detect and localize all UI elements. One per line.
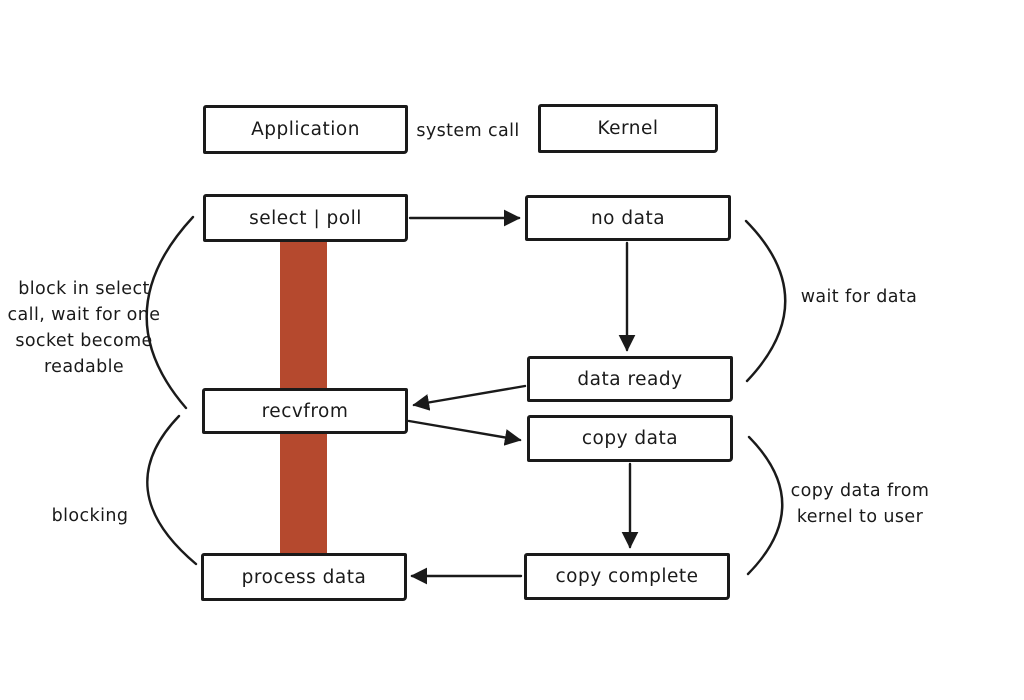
arrow-recvfrom-to-copydata [407, 419, 522, 446]
brace-left-select-phase [145, 215, 195, 410]
label-block-in-select: block in select call, wait for one socke… [7, 279, 161, 377]
box-application: Application [203, 105, 408, 154]
box-copy-complete: copy complete [524, 553, 730, 600]
box-copy-data: copy data [527, 415, 733, 462]
box-data-ready: data ready [527, 356, 733, 402]
arrow-dataready-to-recvfrom [412, 384, 527, 411]
label-blocking: blocking [51, 506, 129, 526]
label-wait-for-data: wait for data [800, 287, 918, 307]
brace-left-blocking-phase [146, 414, 198, 566]
brace-right-copy-phase [746, 435, 784, 576]
box-process-data: process data [201, 553, 407, 601]
label-copy-kernel-user: copy data from kernel to user [790, 481, 930, 527]
box-kernel: Kernel [538, 104, 718, 153]
brace-right-wait-for-data [744, 219, 787, 383]
box-no-data: no data [525, 195, 731, 241]
box-recvfrom: recvfrom [202, 388, 408, 434]
label-system-call: system call [416, 121, 520, 141]
box-select-poll: select | poll [203, 194, 408, 242]
